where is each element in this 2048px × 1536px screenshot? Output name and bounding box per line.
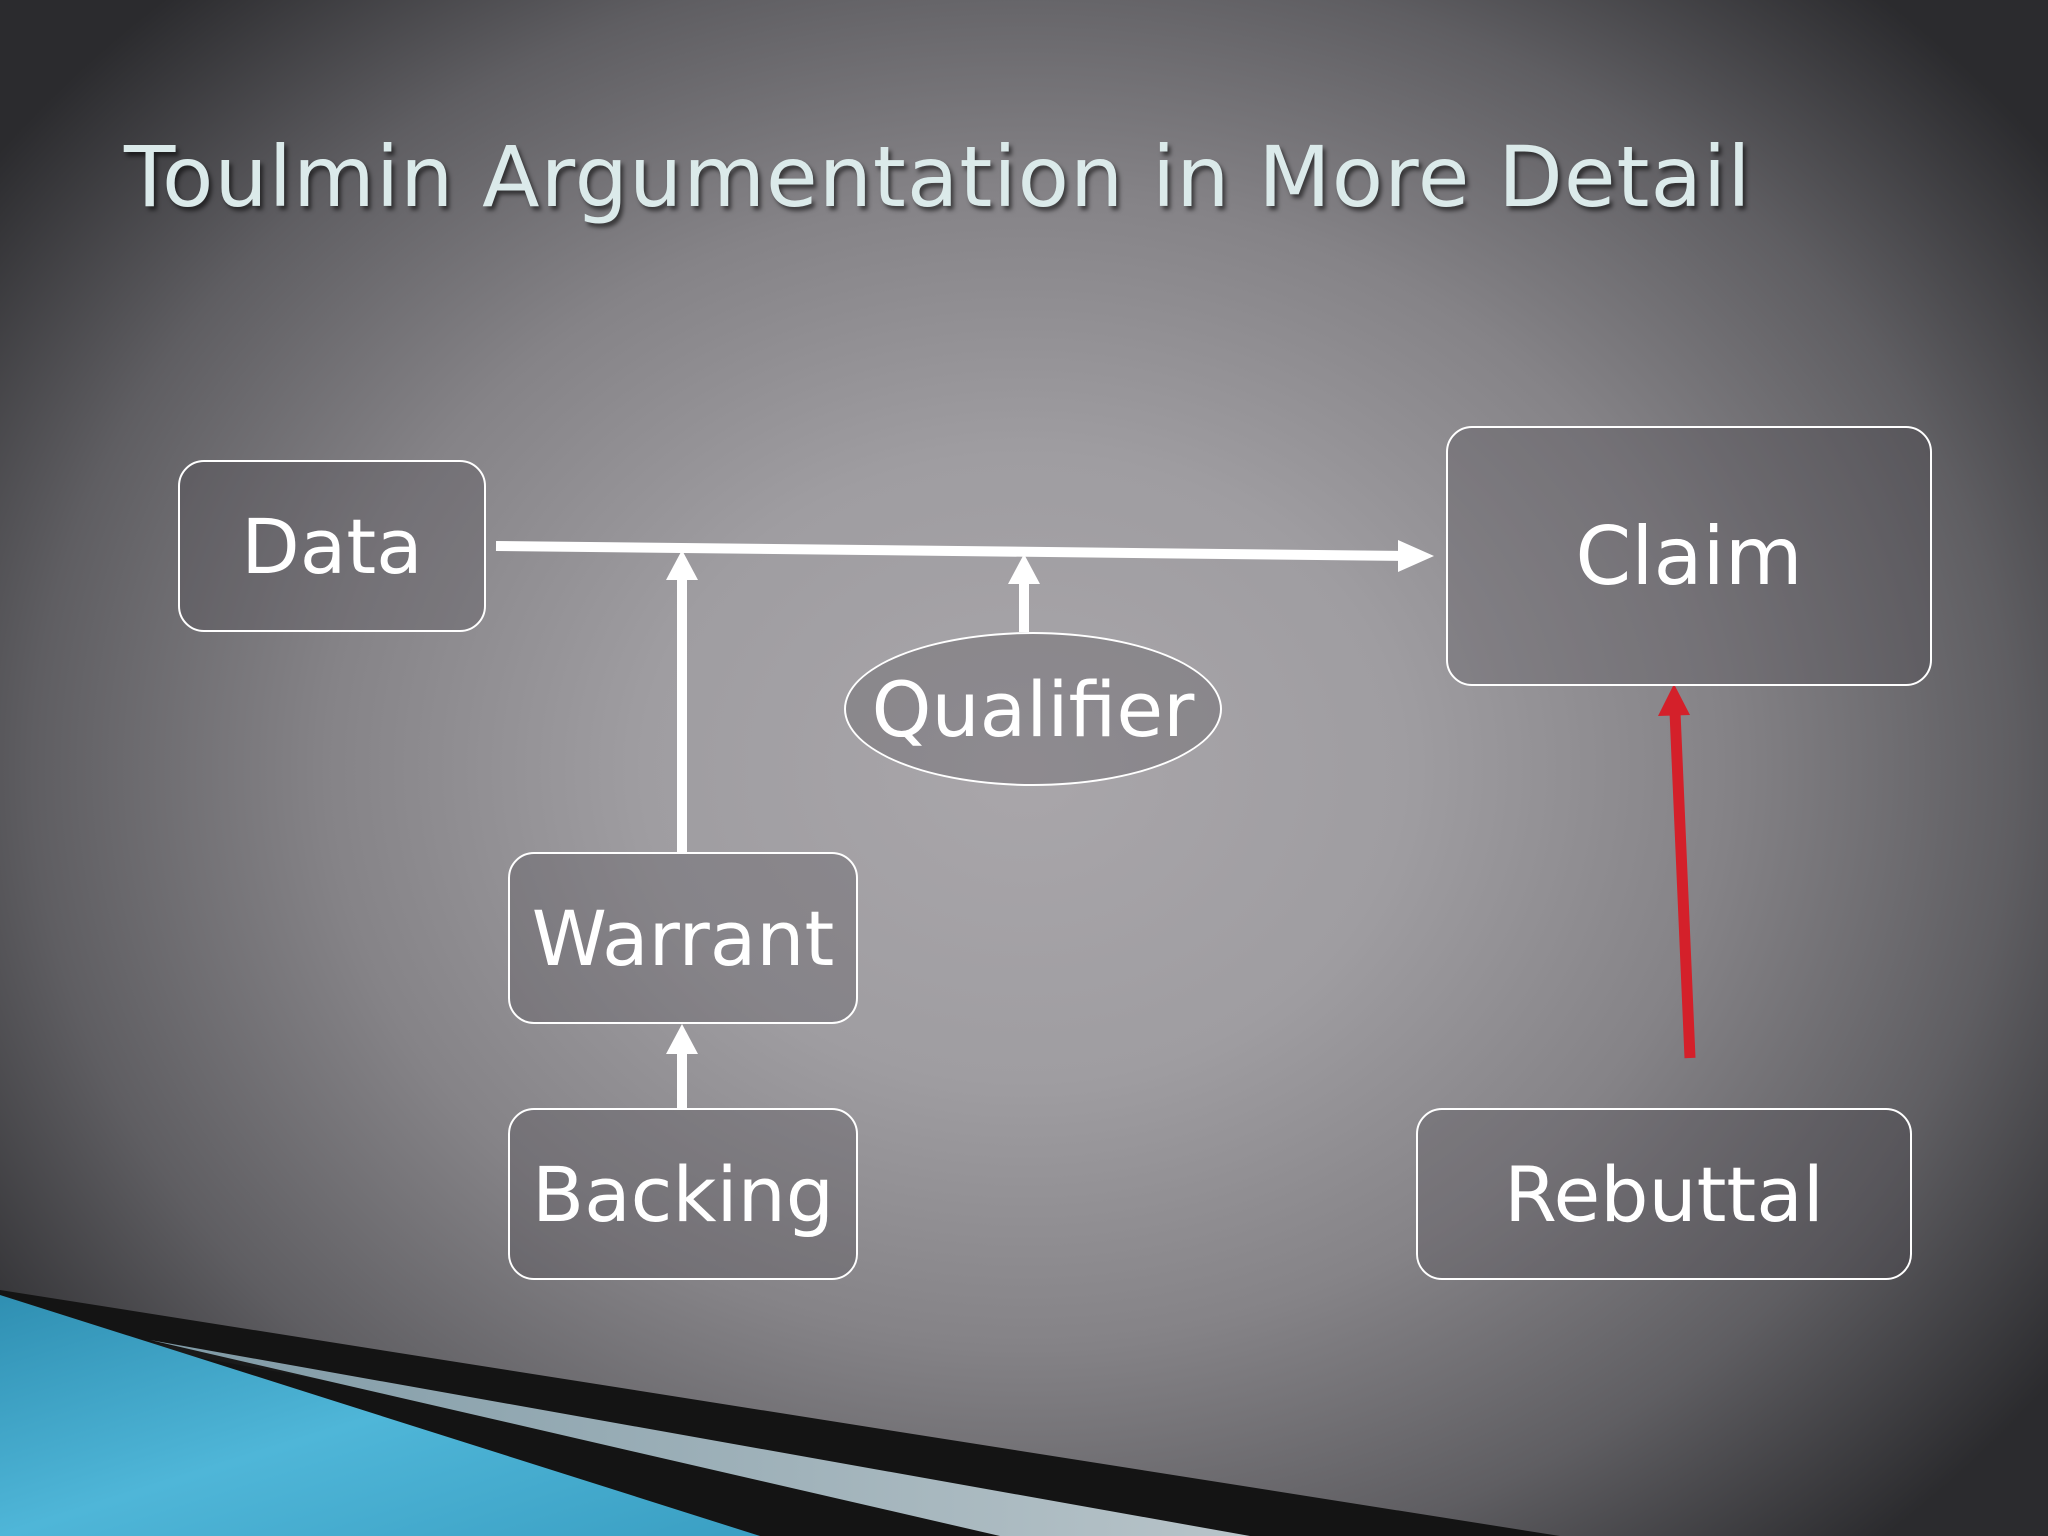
warrant-label: Warrant (531, 893, 835, 983)
qualifier-label: Qualifier (871, 664, 1195, 754)
rebuttal-arrowhead (1658, 684, 1690, 716)
data-to-claim-arrow (495, 541, 1413, 561)
backing-arrowhead (666, 1024, 698, 1054)
claim-arrowhead (1398, 540, 1434, 572)
warrant-box: Warrant (508, 852, 858, 1024)
data-label: Data (241, 501, 423, 591)
qualifier-arrowhead (1008, 554, 1040, 584)
backing-label: Backing (531, 1149, 835, 1239)
backing-box: Backing (508, 1108, 858, 1280)
warrant-arrowhead (666, 550, 698, 580)
data-box: Data (178, 460, 486, 632)
rebuttal-label: Rebuttal (1504, 1149, 1824, 1239)
qualifier-oval: Qualifier (844, 632, 1222, 786)
claim-label: Claim (1575, 509, 1803, 603)
rebuttal-box: Rebuttal (1416, 1108, 1912, 1280)
slide-title: Toulmin Argumentation in More Detail (124, 128, 1752, 226)
rebuttal-to-claim-arrow (1669, 711, 1696, 1059)
claim-box: Claim (1446, 426, 1932, 686)
